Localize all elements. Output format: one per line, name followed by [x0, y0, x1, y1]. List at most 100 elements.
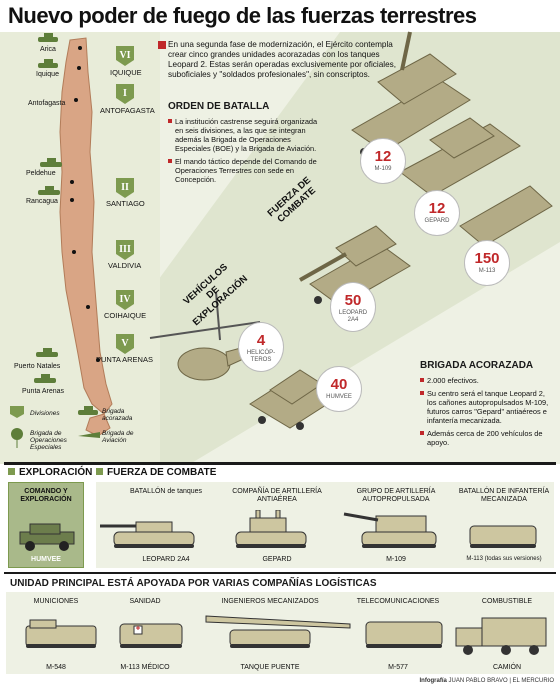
orden-bullet: La institución castrense seguirá organiz…	[168, 117, 318, 153]
logistica-unit-title: COMBUSTIBLE	[481, 598, 533, 605]
logistic-vehicle-icons	[25, 615, 547, 655]
division-badge-i: I	[116, 84, 134, 104]
division-label-santiago: SANTIAGO	[106, 199, 145, 208]
combate-unit-title: BATALLÓN de tanques	[129, 488, 203, 495]
division-badge-vi: VI	[116, 46, 134, 66]
divider-top	[4, 462, 556, 465]
map-legend-icons	[10, 406, 100, 448]
logistica-vehicle: M-113 MÉDICO	[120, 664, 170, 671]
diagram-vehicles	[149, 31, 553, 430]
division-label-iquique: IQUIQUE	[110, 68, 142, 77]
combat-vehicle-icons	[100, 510, 537, 548]
bullet-square	[96, 468, 103, 475]
map-dot	[77, 66, 81, 70]
intro-paragraph: En una segunda fase de modernización, el…	[168, 40, 397, 79]
legend-brigada-acorazada: Brigada acorazada	[102, 408, 133, 422]
count-number: 12	[374, 148, 392, 165]
city-rancagua: Rancagua	[26, 198, 58, 205]
division-label-punta-arenas: PUNTA ARENAS	[96, 355, 153, 364]
map-dot	[78, 46, 82, 50]
count-humvee: 40 HUMVEE	[316, 366, 362, 412]
bullet-square	[8, 468, 15, 475]
map-dot	[96, 358, 100, 362]
division-label-antofagasta: ANTOFAGASTA	[100, 106, 155, 115]
brigada-bullet: Su centro será el tanque Leopard 2, los …	[420, 389, 554, 425]
combate-heading: FUERZA DE COMBATE	[96, 467, 216, 481]
count-label: HUMVEE	[326, 394, 352, 400]
count-number: 12	[428, 200, 446, 217]
brigada-bullet: Además cerca de 200 vehículos de apoyo.	[420, 429, 554, 447]
combate-heading-text: FUERZA DE COMBATE	[107, 467, 217, 478]
count-label: M-113	[478, 268, 496, 274]
exploracion-vehicle: HUMVEE	[31, 556, 61, 563]
division-label-valdivia: VALDIVIA	[108, 261, 142, 270]
legend-divisiones: Divisiones	[30, 410, 60, 417]
city-antofagasta: Antofagasta	[28, 100, 66, 107]
map-brigade-icons	[34, 33, 62, 383]
count-number: 4	[256, 332, 266, 349]
logistica-vehicle: M-577	[388, 664, 408, 671]
combate-vehicle: M-109	[386, 556, 406, 563]
logistica-unit-title: TELECOMUNICACIONES	[356, 598, 440, 605]
exploracion-heading-text: EXPLORACIÓN	[19, 467, 93, 478]
credit-line: Infografía JUAN PABLO BRAVO | EL MERCURI…	[420, 678, 554, 684]
count-label: LEOPARD 2A4	[338, 310, 368, 323]
map-dot	[72, 250, 76, 254]
combate-unit-title: GRUPO DE ARTILLERÍA AUTOPROPULSADA	[356, 488, 436, 503]
city-punta-arenas: Punta Arenas	[22, 388, 65, 395]
map-dot	[74, 98, 78, 102]
logistica-vehicle: TANQUE PUENTE	[240, 664, 300, 671]
brigada-bullets: 2.000 efectivos. Su centro será el tanqu…	[420, 376, 554, 451]
city-arica: Arica	[40, 46, 56, 53]
map-dot	[70, 180, 74, 184]
combate-unit-title: COMPAÑÍA DE ARTILLERÍA ANTIAÉREA	[232, 488, 322, 503]
logistica-heading: UNIDAD PRINCIPAL ESTÁ APOYADA POR VARIAS…	[10, 578, 377, 589]
city-iquique: Iquique	[36, 71, 59, 78]
page-title: Nuevo poder de fuego de las fuerzas terr…	[8, 3, 477, 28]
count-label: GEPARD	[424, 218, 450, 224]
legend-brigada-aviacion: Brigada de Aviación	[102, 430, 134, 444]
intro-text: En una segunda fase de modernización, el…	[158, 40, 400, 80]
logistica-unit-title: SANIDAD	[129, 598, 161, 605]
division-badge-v: V	[116, 334, 134, 354]
credit-role: Infografía	[419, 678, 447, 684]
city-peldehue: Peldehue	[26, 170, 56, 177]
brigada-bullet: 2.000 efectivos.	[420, 376, 554, 385]
exploracion-unit-title: COMANDO Y EXPLORACIÓN	[20, 488, 72, 503]
combate-unit-title: BATALLÓN DE INFANTERÍA MECANIZADA	[458, 488, 550, 503]
intro-marker	[158, 41, 166, 49]
count-m109: 12 M-109	[360, 138, 406, 184]
logistica-unit-title: INGENIEROS MECANIZADOS	[221, 598, 319, 605]
division-label-coihaique: COIHAIQUE	[104, 311, 147, 320]
credit-author: JUAN PABLO BRAVO | EL MERCURIO	[448, 678, 554, 684]
orden-heading: ORDEN DE BATALLA	[168, 101, 270, 112]
division-badge-iv: IV	[116, 290, 134, 310]
count-number: 50	[344, 292, 362, 309]
divider-mid	[4, 572, 556, 574]
combate-vehicle: LEOPARD 2A4	[142, 556, 190, 563]
legend-boe: Brigada de Operaciones Especiales	[30, 430, 67, 451]
count-number: 40	[330, 376, 348, 393]
combate-vehicle: M-113 (todas sus versiones)	[466, 556, 542, 562]
humvee-icon	[19, 523, 75, 551]
count-helicopteros: 4 HELICÓP-TEROS	[238, 322, 284, 372]
count-leopard: 50 LEOPARD 2A4	[330, 282, 376, 332]
city-puerto-natales: Puerto Natales	[14, 363, 61, 370]
orden-bullets: La institución castrense seguirá organiz…	[168, 117, 318, 188]
map-dot	[70, 198, 74, 202]
count-label: HELICÓP-TEROS	[246, 350, 276, 363]
count-number: 150	[474, 250, 500, 267]
count-gepard: 12 GEPARD	[414, 190, 460, 236]
division-badge-ii: II	[116, 178, 134, 198]
logistica-vehicle: CAMIÓN	[493, 664, 521, 671]
map-dot	[86, 305, 90, 309]
logistica-unit-title: MUNICIONES	[33, 598, 79, 605]
combate-vehicle: GEPARD	[262, 556, 292, 563]
count-m113: 150 M-113	[464, 240, 510, 286]
division-badge-iii: III	[116, 240, 134, 260]
orden-bullet: El mando táctico depende del Comando de …	[168, 157, 318, 184]
logistica-vehicle: M-548	[46, 664, 66, 671]
brigada-heading: BRIGADA ACORAZADA	[420, 360, 534, 371]
count-label: M-109	[374, 166, 392, 172]
